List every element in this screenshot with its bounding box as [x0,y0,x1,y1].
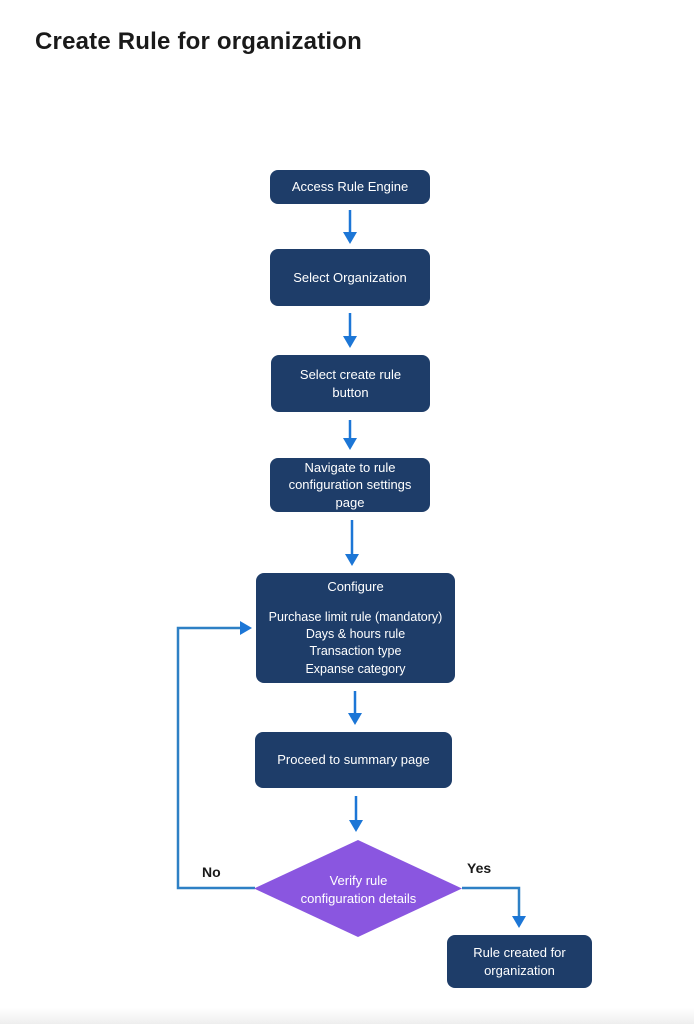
configure-detail-expanse-category: Expanse category [305,661,406,676]
node-label: Select Organization [293,269,407,285]
node-label: Access Rule Engine [291,179,409,195]
node-verify-rule-configuration-label: Verify rule configuration details [300,873,417,906]
arrow-createrule-to-navigate [343,420,357,450]
node-navigate-rule-configuration: Navigate to rule configuration settings … [270,458,430,512]
node-label: Navigate to rule configuration settings … [288,459,412,510]
node-proceed-to-summary: Proceed to summary page [255,732,452,788]
configure-detail-transaction-type: Transaction type [309,644,402,659]
page-title: Create Rule for organization [35,28,362,55]
node-label: Proceed to summary page [277,752,430,768]
bottom-page-fade [0,1008,694,1024]
no-connector [176,621,255,890]
edge-label-yes: Yes [467,860,492,876]
arrow-select-to-createrule [343,313,357,348]
node-label: Rule created for organization [473,944,566,978]
node-select-create-rule-button: Select create rule button [271,355,430,412]
arrow-access-to-select [343,210,357,244]
configure-detail-days-hours: Days & hours rule [305,627,406,642]
configure-title: Configure [327,579,384,595]
node-configure: Configure Purchase limit rule (mandatory… [256,573,455,683]
node-access-rule-engine: Access Rule Engine [270,170,430,204]
edge-label-no: No [202,864,221,880]
yes-connector [462,886,526,928]
arrow-configure-to-proceed [348,691,362,725]
configure-detail-purchase-limit: Purchase limit rule (mandatory) [268,609,443,624]
node-label: Select create rule button [299,366,402,400]
arrow-proceed-to-verify [349,796,363,832]
node-select-organization: Select Organization [270,249,430,306]
arrow-navigate-to-configure [345,520,359,566]
node-rule-created: Rule created for organization [447,935,592,988]
node-verify-rule-configuration-diamond [254,840,462,937]
